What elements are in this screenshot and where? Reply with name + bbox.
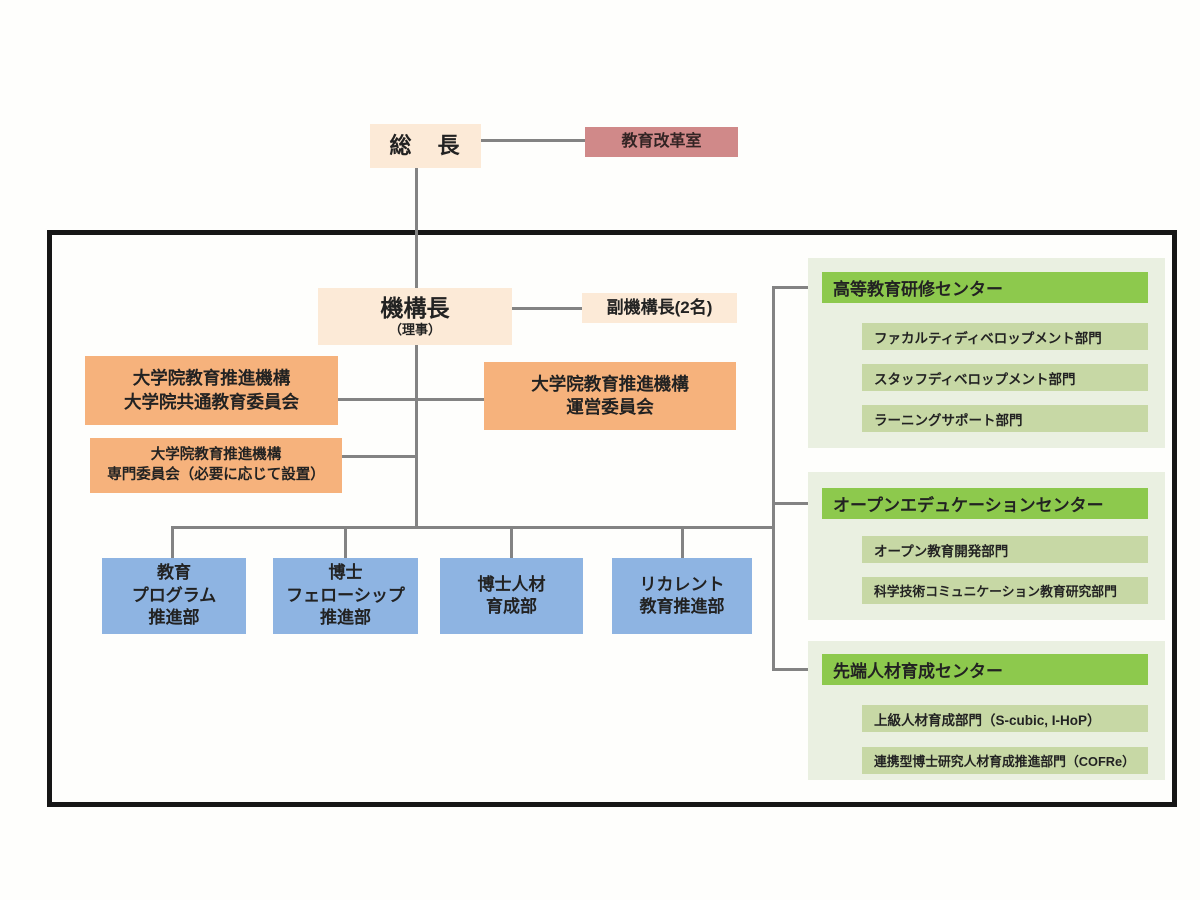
director-title: 機構長 — [380, 294, 450, 321]
node-steering-committee: 大学院教育推進機構 運営委員会 — [484, 362, 736, 430]
division-advanced-hr: 上級人材育成部門（S-cubic, I-HoP） — [862, 705, 1148, 732]
connector-committees-cross — [338, 398, 484, 401]
connector-special-committee — [342, 455, 416, 458]
division-faculty-development: ファカルティディベロップメント部門 — [862, 323, 1148, 350]
connector-director-down — [415, 345, 418, 529]
connector-stub-center3 — [772, 668, 824, 671]
header-higher-education-center: 高等教育研修センター — [822, 272, 1148, 303]
node-president: 総 長 — [370, 124, 481, 168]
connector-drop-dept1 — [171, 526, 174, 558]
connector-drop-dept3 — [510, 526, 513, 558]
node-education-reform-office: 教育改革室 — [585, 127, 738, 157]
connector-president-reform — [481, 139, 585, 142]
connector-main-horizontal — [172, 526, 775, 529]
node-special-committee: 大学院教育推進機構 専門委員会（必要に応じて設置） — [90, 438, 342, 493]
node-common-education-committee: 大学院教育推進機構 大学院共通教育委員会 — [85, 356, 338, 425]
connector-drop-dept2 — [344, 526, 347, 558]
connector-stub-center1 — [772, 286, 824, 289]
division-staff-development: スタッフディベロップメント部門 — [862, 364, 1148, 391]
director-note: （理事） — [388, 322, 441, 337]
header-open-education-center: オープンエデュケーションセンター — [822, 488, 1148, 519]
organization-frame — [47, 230, 1177, 807]
division-science-communication: 科学技術コミュニケーション教育研究部門 — [862, 577, 1148, 604]
division-learning-support: ラーニングサポート部門 — [862, 405, 1148, 432]
node-director: 機構長 （理事） — [318, 288, 512, 345]
header-advanced-hr-center: 先端人材育成センター — [822, 654, 1148, 685]
node-dept-education-program: 教育 プログラム 推進部 — [102, 558, 246, 634]
connector-right-spine — [772, 286, 775, 671]
node-dept-doctoral-fellowship: 博士 フェローシップ 推進部 — [273, 558, 418, 634]
division-open-education-development: オープン教育開発部門 — [862, 536, 1148, 563]
connector-drop-dept4 — [681, 526, 684, 558]
connector-stub-center2 — [772, 502, 824, 505]
division-cofre: 連携型博士研究人材育成推進部門（COFRe） — [862, 747, 1148, 774]
node-vice-director: 副機構長(2名) — [582, 293, 737, 323]
node-dept-recurrent-education: リカレント 教育推進部 — [612, 558, 752, 634]
node-dept-doctoral-hr: 博士人材 育成部 — [440, 558, 583, 634]
connector-president-down — [415, 168, 418, 288]
connector-director-vice — [512, 307, 582, 310]
